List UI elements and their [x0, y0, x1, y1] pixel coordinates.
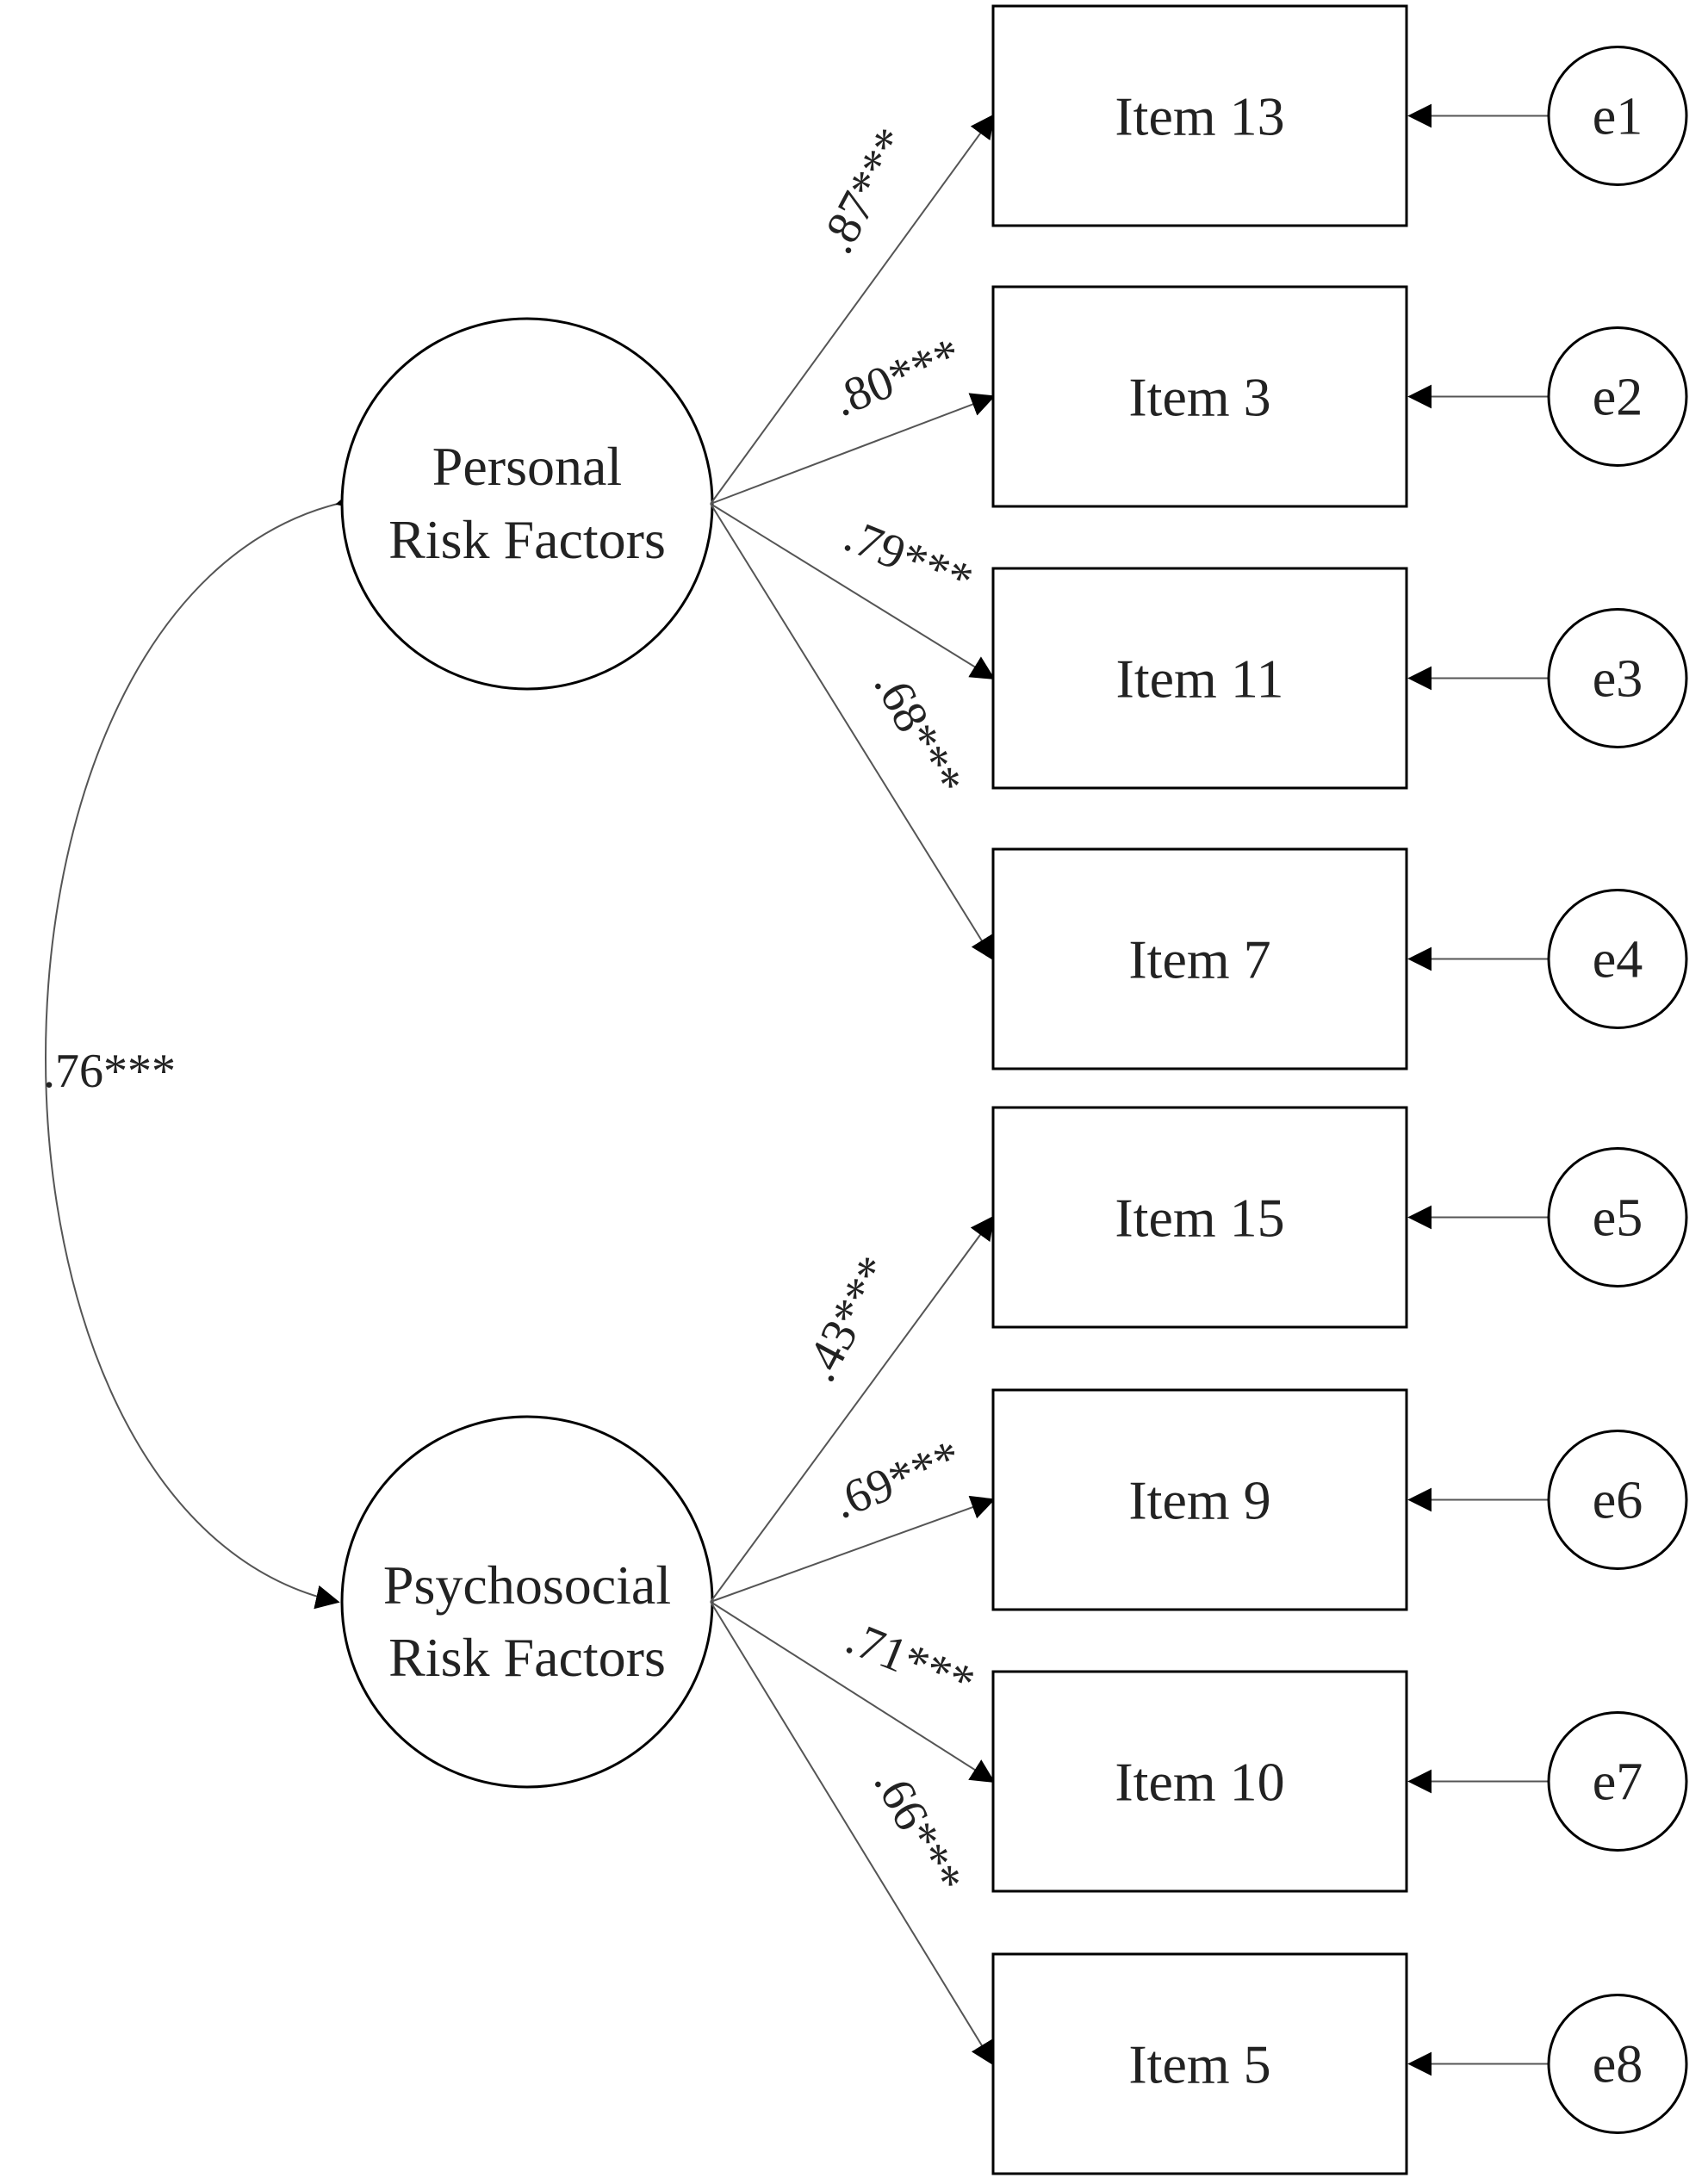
loading-path-2 — [710, 393, 996, 505]
item-box-5 — [991, 1106, 1408, 1329]
factor-personal-label-line2: Risk Factors — [388, 509, 666, 570]
item-label-6: Item 9 — [1128, 1470, 1270, 1531]
loading-path-3 — [710, 503, 996, 679]
item-box-2 — [991, 285, 1408, 508]
error-label-7: e7 — [1593, 1753, 1643, 1812]
error-circle-3 — [1547, 608, 1688, 748]
factor-psychosocial-label-line1: Psychosocial — [383, 1554, 671, 1616]
factor-personal: Personal Risk Factors — [340, 317, 714, 691]
factor-personal-label-line1: Personal — [432, 436, 622, 497]
item-label-2: Item 3 — [1128, 367, 1270, 428]
item-box-1 — [991, 4, 1408, 227]
loading-path-4 — [710, 503, 995, 961]
loading-path-7 — [710, 1601, 996, 1784]
loading-label-6: .69*** — [825, 1430, 968, 1529]
loading-label-7: .71*** — [839, 1611, 982, 1710]
loading-path-1 — [710, 114, 995, 505]
error-circle-5 — [1547, 1147, 1688, 1287]
item-box-6 — [991, 1388, 1408, 1611]
item-box-7 — [991, 1670, 1408, 1893]
loading-label-3: .79*** — [837, 509, 980, 608]
error-circle-1 — [1547, 46, 1688, 186]
error-circle-7 — [1547, 1711, 1688, 1852]
factor-psychosocial: Psychosocial Risk Factors — [340, 1415, 714, 1789]
loading-label-2: .80*** — [825, 328, 968, 427]
item-label-1: Item 13 — [1115, 86, 1284, 147]
error-circle-4 — [1547, 889, 1688, 1029]
item-box-4 — [991, 847, 1408, 1070]
item-label-3: Item 11 — [1116, 648, 1284, 710]
loading-label-8: .66*** — [863, 1760, 972, 1902]
error-label-4: e4 — [1593, 931, 1643, 990]
loading-label-4: .68*** — [863, 662, 972, 804]
item-box-3 — [991, 567, 1408, 790]
item-label-7: Item 10 — [1115, 1752, 1284, 1813]
error-circle-8 — [1547, 1994, 1688, 2134]
item-box-8 — [991, 1952, 1408, 2175]
correlation-label: .76*** — [43, 1045, 176, 1098]
item-label-5: Item 15 — [1115, 1188, 1284, 1249]
error-label-5: e5 — [1593, 1189, 1643, 1248]
item-label-8: Item 5 — [1128, 2034, 1270, 2095]
error-circle-6 — [1547, 1430, 1688, 1570]
loading-path-8 — [710, 1601, 995, 2066]
error-circle-2 — [1547, 326, 1688, 467]
error-label-6: e6 — [1593, 1472, 1643, 1530]
factor-correlation-path — [45, 487, 362, 1610]
error-label-2: e2 — [1593, 369, 1643, 427]
loading-path-5 — [710, 1215, 995, 1603]
factor-psychosocial-label-line2: Risk Factors — [388, 1627, 666, 1688]
error-label-3: e3 — [1593, 650, 1643, 709]
item-label-4: Item 7 — [1128, 929, 1270, 990]
error-label-8: e8 — [1593, 2036, 1643, 2094]
loading-label-5: .43*** — [793, 1248, 903, 1390]
loading-path-6 — [710, 1495, 996, 1603]
error-label-1: e1 — [1593, 88, 1643, 146]
